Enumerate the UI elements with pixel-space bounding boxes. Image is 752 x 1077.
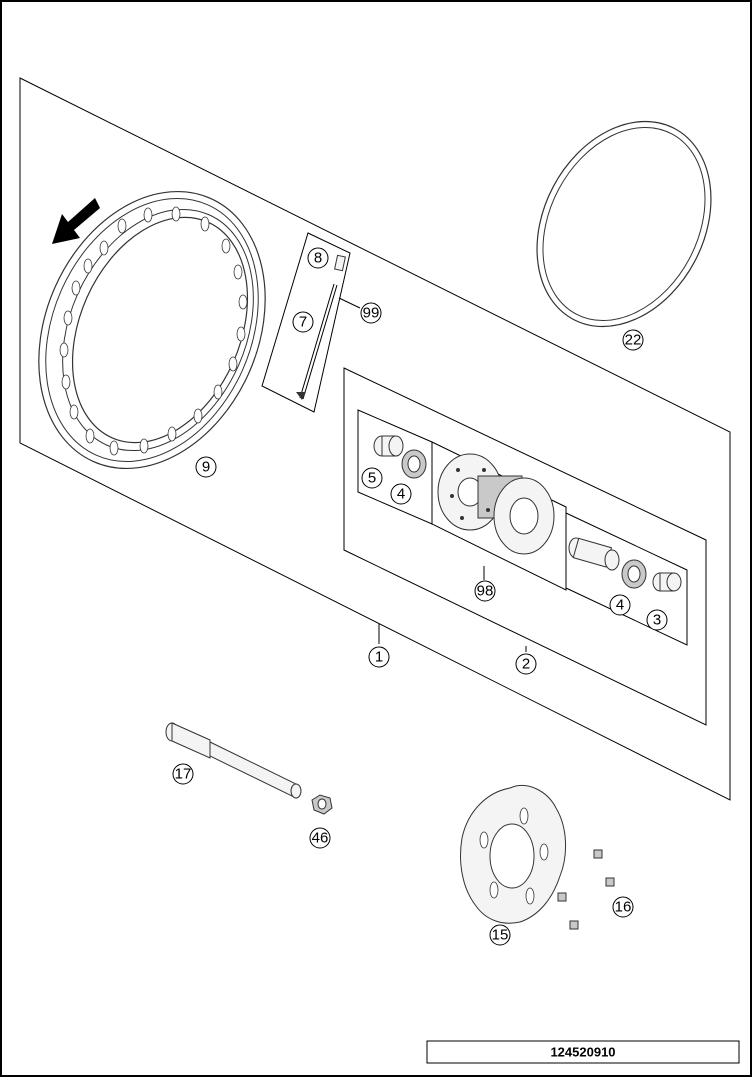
svg-text:3: 3 <box>653 612 661 629</box>
svg-text:4: 4 <box>397 486 405 503</box>
callout-99: 99 <box>360 302 382 324</box>
svg-text:46: 46 <box>312 830 329 847</box>
callout-8: 8 <box>307 247 329 269</box>
reference-number-box: 124520910 <box>426 1040 740 1064</box>
rim-tape-drawing <box>536 120 712 328</box>
callout-46: 46 <box>309 827 331 849</box>
axle-drawing <box>165 722 302 799</box>
svg-text:5: 5 <box>368 470 376 487</box>
spacer-3-drawing <box>652 572 682 592</box>
spoke-kit-frame <box>261 232 351 413</box>
spacer-tube-drawing <box>568 537 620 571</box>
hub-drawing <box>437 453 555 555</box>
callout-17: 17 <box>172 763 194 785</box>
svg-text:9: 9 <box>202 459 210 476</box>
svg-text:15: 15 <box>492 927 509 944</box>
bearing-right-frame <box>565 512 688 646</box>
callout-5: 5 <box>361 467 383 489</box>
svg-text:2: 2 <box>522 656 530 673</box>
spoke-nipple-drawing <box>296 254 346 400</box>
callout-3: 3 <box>646 609 668 631</box>
svg-text:22: 22 <box>625 332 642 349</box>
brake-disc-drawing <box>460 785 567 924</box>
callout-1: 1 <box>368 646 390 668</box>
assembly-2-frame <box>343 367 707 726</box>
callout-4-left: 4 <box>390 483 412 505</box>
svg-text:16: 16 <box>615 899 632 916</box>
reference-number: 124520910 <box>550 1045 615 1060</box>
spacer-5-drawing <box>373 435 404 457</box>
callout-4-right: 4 <box>609 594 631 616</box>
svg-text:4: 4 <box>616 597 624 614</box>
svg-text:99: 99 <box>363 305 380 322</box>
rotation-arrow-icon <box>52 198 100 244</box>
svg-text:8: 8 <box>314 250 322 267</box>
svg-text:17: 17 <box>175 766 192 783</box>
callout-7: 7 <box>292 311 314 333</box>
svg-text:7: 7 <box>299 314 307 331</box>
svg-text:1: 1 <box>375 649 383 666</box>
callout-2: 2 <box>515 653 537 675</box>
axle-nut-drawing <box>311 794 333 815</box>
leader-lines <box>338 297 527 652</box>
callout-15: 15 <box>489 924 511 946</box>
bearing-4-left-drawing <box>401 449 427 479</box>
callout-22: 22 <box>622 329 644 351</box>
disc-bolts-drawing <box>557 849 615 930</box>
rim-drawing <box>38 190 266 470</box>
svg-text:98: 98 <box>477 583 494 600</box>
callout-98: 98 <box>474 580 496 602</box>
bearing-4-right-drawing <box>621 559 647 589</box>
callout-16: 16 <box>612 896 634 918</box>
callout-9: 9 <box>195 456 217 478</box>
assembly-1-frame <box>19 77 731 801</box>
